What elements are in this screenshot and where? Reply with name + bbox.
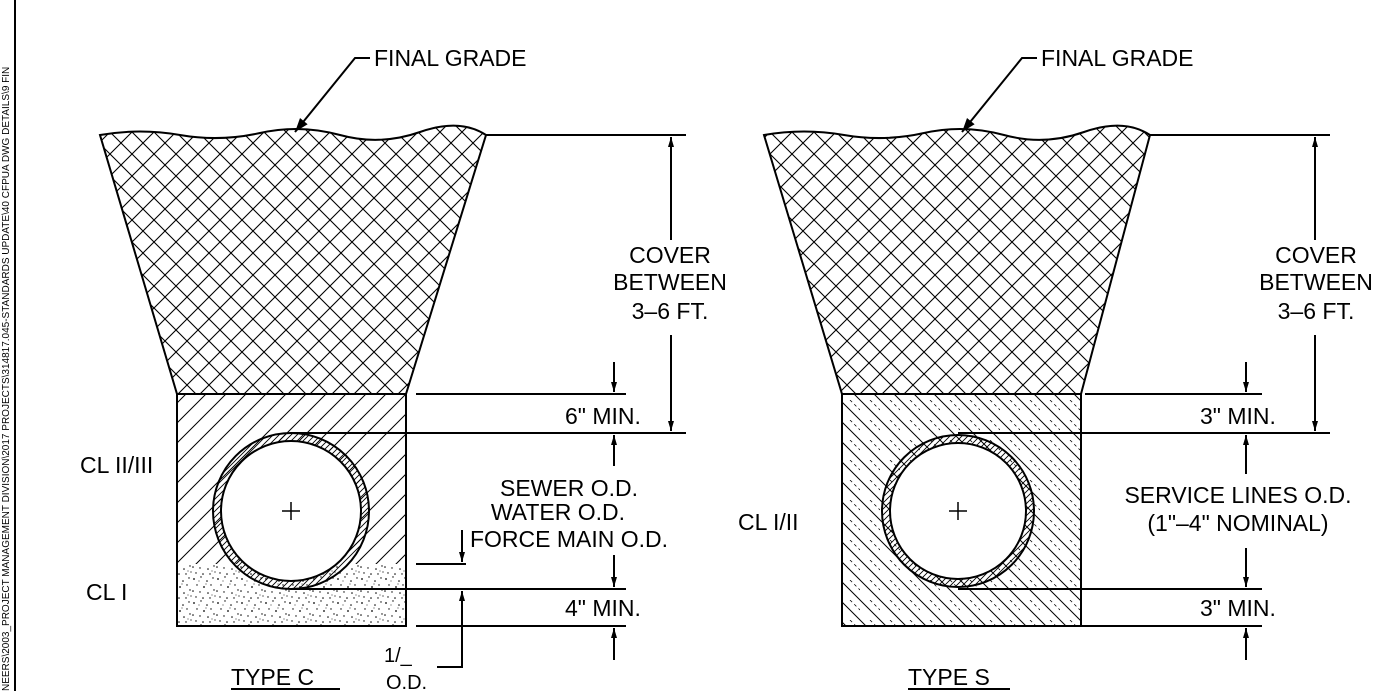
type-c-title: TYPE C: [231, 664, 314, 690]
type-s-cover-label-1: COVER: [1275, 242, 1357, 268]
type-s-cover-label-2: BETWEEN: [1259, 269, 1373, 295]
type-s-min-top-label: 3" MIN.: [1200, 403, 1276, 429]
type-c-cover-label-2: BETWEEN: [613, 269, 727, 295]
type-s-od-label-1: SERVICE LINES O.D.: [1124, 482, 1351, 508]
type-s-class-label: CL I/II: [738, 509, 799, 535]
type-c-min-bottom-label: 4" MIN.: [565, 595, 641, 621]
type-s-cover-label-3: 3–6 FT.: [1278, 298, 1355, 324]
type-c-class-lower-label: CL I: [86, 579, 127, 605]
type-c-cover-label-3: 3–6 FT.: [632, 298, 709, 324]
type-c-fraction-od-label: O.D.: [386, 672, 427, 691]
type-s-min-bottom-label: 3" MIN.: [1200, 595, 1276, 621]
type-s-backfill: [762, 124, 1152, 395]
type-c-class-upper-label: CL II/III: [80, 452, 153, 478]
type-s-pipe-center-mark: [949, 502, 967, 520]
type-c-final-grade-label: FINAL GRADE: [374, 45, 527, 71]
type-c-final-grade-leader: [294, 57, 370, 133]
type-c-cover-label-1: COVER: [629, 242, 711, 268]
type-s-title: TYPE S: [908, 664, 990, 690]
type-c-od-label-1: SEWER O.D.: [500, 475, 638, 501]
type-c-backfill: [98, 124, 488, 395]
type-c-fraction-label: 1/_: [384, 645, 413, 667]
type-c-od-label-3: FORCE MAIN O.D.: [470, 526, 668, 552]
type-c-pipe-center-mark: [282, 502, 300, 520]
file-path-text: NEERS\2003_PROJECT MANAGEMENT DIVISION\2…: [1, 67, 12, 691]
type-s-final-grade-leader: [961, 57, 1037, 133]
type-c-detail: FINAL GRADE COVER BETWEEN 3–6 FT. 6" MIN…: [80, 45, 727, 691]
type-c-od-label-2: WATER O.D.: [491, 499, 625, 525]
type-s-od-label-2: (1"–4" NOMINAL): [1147, 510, 1328, 536]
type-s-final-grade-label: FINAL GRADE: [1041, 45, 1194, 71]
type-s-detail: FINAL GRADE COVER BETWEEN 3–6 FT. 3" MIN…: [738, 45, 1373, 690]
type-c-min-top-label: 6" MIN.: [565, 403, 641, 429]
sidebar-file-path: NEERS\2003_PROJECT MANAGEMENT DIVISION\2…: [1, 0, 16, 691]
